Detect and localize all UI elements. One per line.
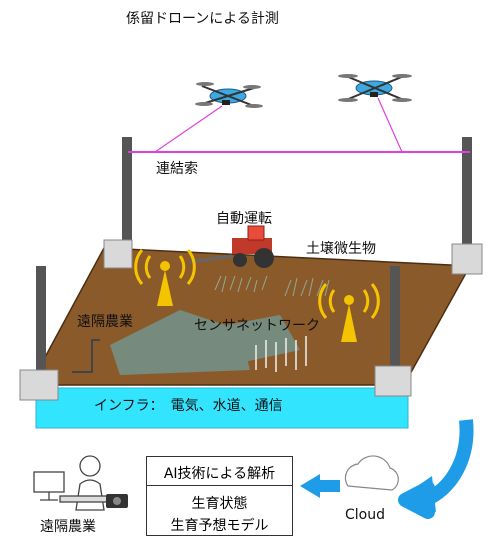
- autonomous-label: 自動運転: [216, 211, 272, 227]
- post-back-left: [122, 137, 132, 267]
- curved-arrow-head: [400, 476, 436, 512]
- remote-farming-user-label: 遠隔農業: [40, 519, 96, 535]
- drone-icon: [338, 74, 412, 102]
- antenna-icon: [134, 249, 196, 306]
- analysis-heading: AI技術による解析: [163, 466, 276, 482]
- camera-icon: [106, 494, 128, 508]
- post-front-left-base: [19, 369, 59, 401]
- analysis-item-growth-model: 生育予想モデル: [170, 518, 269, 534]
- post-front-right-base: [374, 365, 412, 397]
- antenna-icon: [318, 283, 380, 342]
- tether-label: 連結索: [156, 161, 198, 177]
- post-front-left: [36, 266, 46, 376]
- post-back-left-base: [103, 239, 133, 269]
- user-at-computer-icon: [33, 455, 111, 511]
- post-back-right-base: [451, 243, 483, 275]
- sensor-posts: [255, 336, 307, 372]
- crop-field: [110, 310, 300, 375]
- cloud-icon: [344, 455, 399, 491]
- tether-to-drone-1: [154, 105, 223, 153]
- crop-patch: [214, 275, 330, 297]
- analysis-item-growth-state: 生育状態: [191, 496, 248, 512]
- tether-to-drone-2: [377, 97, 403, 153]
- remote-farming-field-label: 遠隔農業: [77, 314, 133, 330]
- post-back-right: [462, 137, 472, 267]
- left-arrow-icon: [300, 474, 340, 498]
- infrastructure-base: [35, 387, 409, 429]
- analysis-box: AI技術による解析 生育状態 生育予想モデル: [146, 456, 293, 536]
- post-front-right: [390, 266, 400, 376]
- infrastructure-label: インフラ： 電気、水道、通信: [94, 398, 283, 414]
- drone-icon: [195, 82, 263, 108]
- irrigation-pipe: [72, 339, 100, 373]
- diagram-title: 係留ドローンによる計測: [126, 11, 279, 27]
- cloud-label: Cloud: [345, 507, 385, 523]
- analysis-divider: [147, 485, 292, 486]
- tractor-icon: [189, 225, 274, 268]
- soil-microbes-label: 土壌微生物: [306, 241, 376, 257]
- sensor-network-label: センサネットワーク: [194, 318, 320, 334]
